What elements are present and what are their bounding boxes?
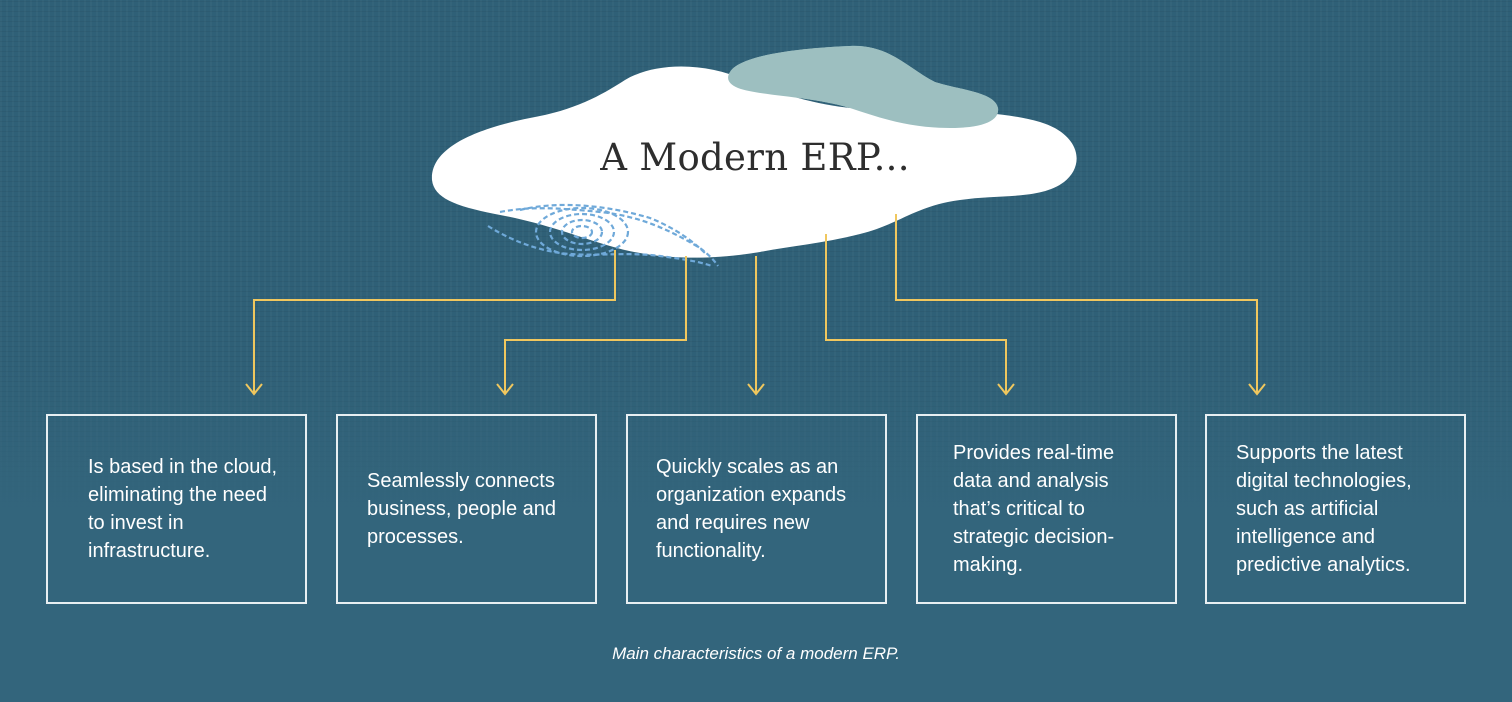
connector-4 [825,234,1007,394]
connector-5 [895,214,1258,394]
spiral-decoration [487,203,719,268]
connector-2 [504,256,687,394]
arrowhead-2 [496,383,514,396]
characteristic-text: Supports the latest digital technologies… [1236,442,1412,576]
arrowhead-5 [1248,383,1266,396]
arrowhead-1 [245,383,263,396]
arrowhead-3 [747,383,765,396]
characteristic-box-realtime: Provides real-time data and analysis tha… [916,414,1177,604]
figure-caption: Main characteristics of a modern ERP. [612,644,900,663]
characteristic-text: Provides real-time data and analysis tha… [953,442,1115,576]
arrowheads [245,383,1266,396]
characteristic-box-scales: Quickly scales as an organization expand… [626,414,887,604]
connector-lines [253,214,1258,394]
characteristic-text: Is based in the cloud, eliminating the n… [88,456,278,562]
characteristic-box-connects: Seamlessly connects business, people and… [336,414,597,604]
cloud-accent-overlay [728,45,999,128]
characteristic-box-technologies: Supports the latest digital technologies… [1205,414,1466,604]
diagram-title: A Modern ERP... [600,136,910,179]
characteristic-text: Seamlessly connects business, people and… [367,470,557,548]
background-fade [0,360,1512,702]
connector-1 [253,250,616,394]
characteristic-box-cloud: Is based in the cloud, eliminating the n… [46,414,307,604]
characteristic-text: Quickly scales as an organization expand… [656,456,847,562]
arrowhead-4 [997,383,1015,396]
